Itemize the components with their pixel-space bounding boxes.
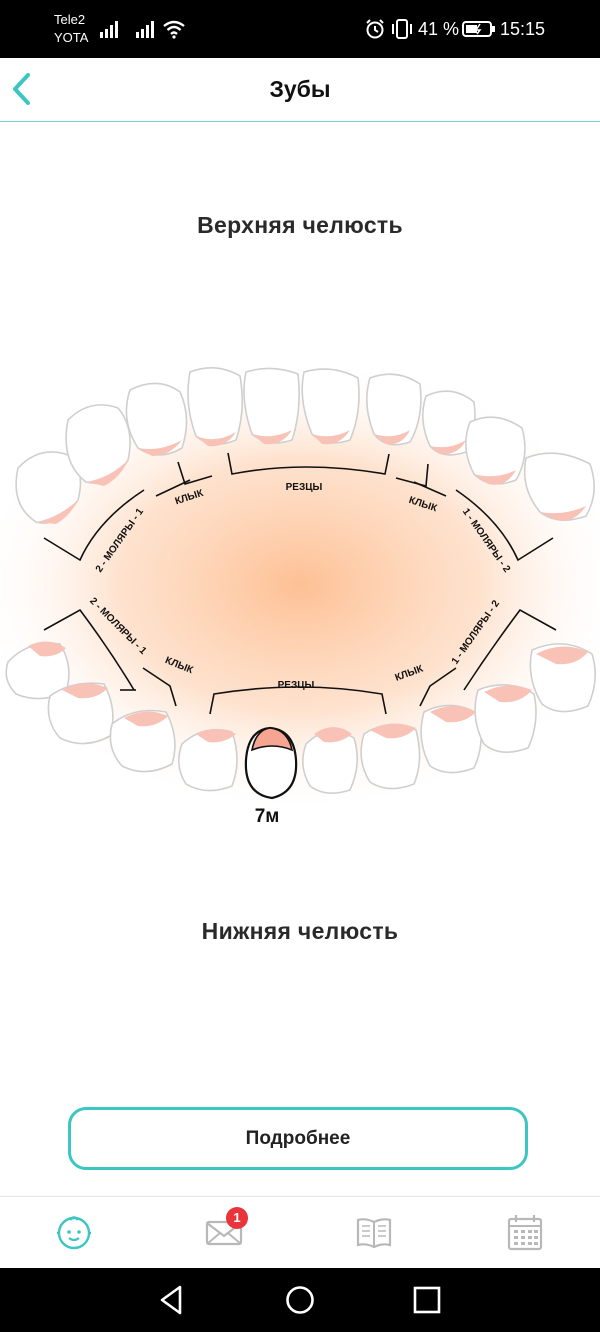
header: Зубы: [0, 58, 600, 122]
back-arrow-icon[interactable]: [6, 70, 42, 108]
lower-jaw-title: Нижняя челюсть: [201, 918, 399, 944]
lower-gum-tips: [28, 641, 588, 743]
book-icon[interactable]: [352, 1211, 396, 1255]
upper-brackets: [43, 452, 554, 562]
status-bar: Tele2 YOTA 41 % 15:15: [0, 0, 600, 58]
clock: 15:15: [500, 19, 546, 39]
signal-icon: [100, 21, 118, 38]
upper-gum-tips: [36, 430, 586, 524]
tooth[interactable]: [301, 368, 360, 444]
messages-badge: 1: [226, 1207, 248, 1229]
tooth[interactable]: [529, 643, 596, 713]
mouth-glow: [0, 355, 600, 815]
back-triangle-icon[interactable]: [154, 1282, 190, 1318]
tooth[interactable]: [243, 367, 300, 444]
tooth[interactable]: [187, 367, 244, 445]
page-title: Зубы: [269, 76, 331, 102]
carrier-1: Tele2: [54, 12, 86, 27]
wifi-icon: [163, 20, 185, 39]
battery-percent: 41 %: [418, 19, 460, 39]
upper-teeth: [15, 367, 595, 524]
home-circle-icon[interactable]: [282, 1282, 318, 1318]
lower-incisors-label: РЕЗЦЫ: [278, 680, 315, 691]
lower-brackets: [43, 608, 557, 715]
tooth[interactable]: [465, 416, 526, 485]
baby-icon[interactable]: [52, 1211, 96, 1255]
signal-icon: [136, 21, 154, 38]
selected-tooth-age: 7м: [255, 806, 280, 827]
carrier-2: YOTA: [54, 30, 89, 45]
upper-incisors-label: РЕЗЦЫ: [286, 482, 323, 493]
tooth[interactable]: [523, 452, 595, 521]
upper-jaw-title: Верхняя челюсть: [197, 212, 403, 238]
selected-tooth[interactable]: [244, 726, 298, 800]
battery-icon: [462, 21, 495, 37]
bottom-nav: [0, 1196, 600, 1269]
tooth[interactable]: [125, 382, 188, 456]
tooth[interactable]: [109, 709, 176, 773]
teeth-diagram: 7м РЕЗЦЫ КЛЫК КЛЫК 2 - МОЛЯРЫ - 1 1 - МО…: [0, 355, 600, 827]
vibrate-icon: [392, 19, 412, 39]
system-nav-bar: [0, 1268, 600, 1332]
recents-square-icon[interactable]: [409, 1282, 445, 1318]
alarm-icon: [366, 19, 384, 39]
details-button[interactable]: Подробнее: [68, 1107, 528, 1170]
tooth[interactable]: [366, 373, 422, 446]
calendar-icon[interactable]: [503, 1211, 547, 1255]
